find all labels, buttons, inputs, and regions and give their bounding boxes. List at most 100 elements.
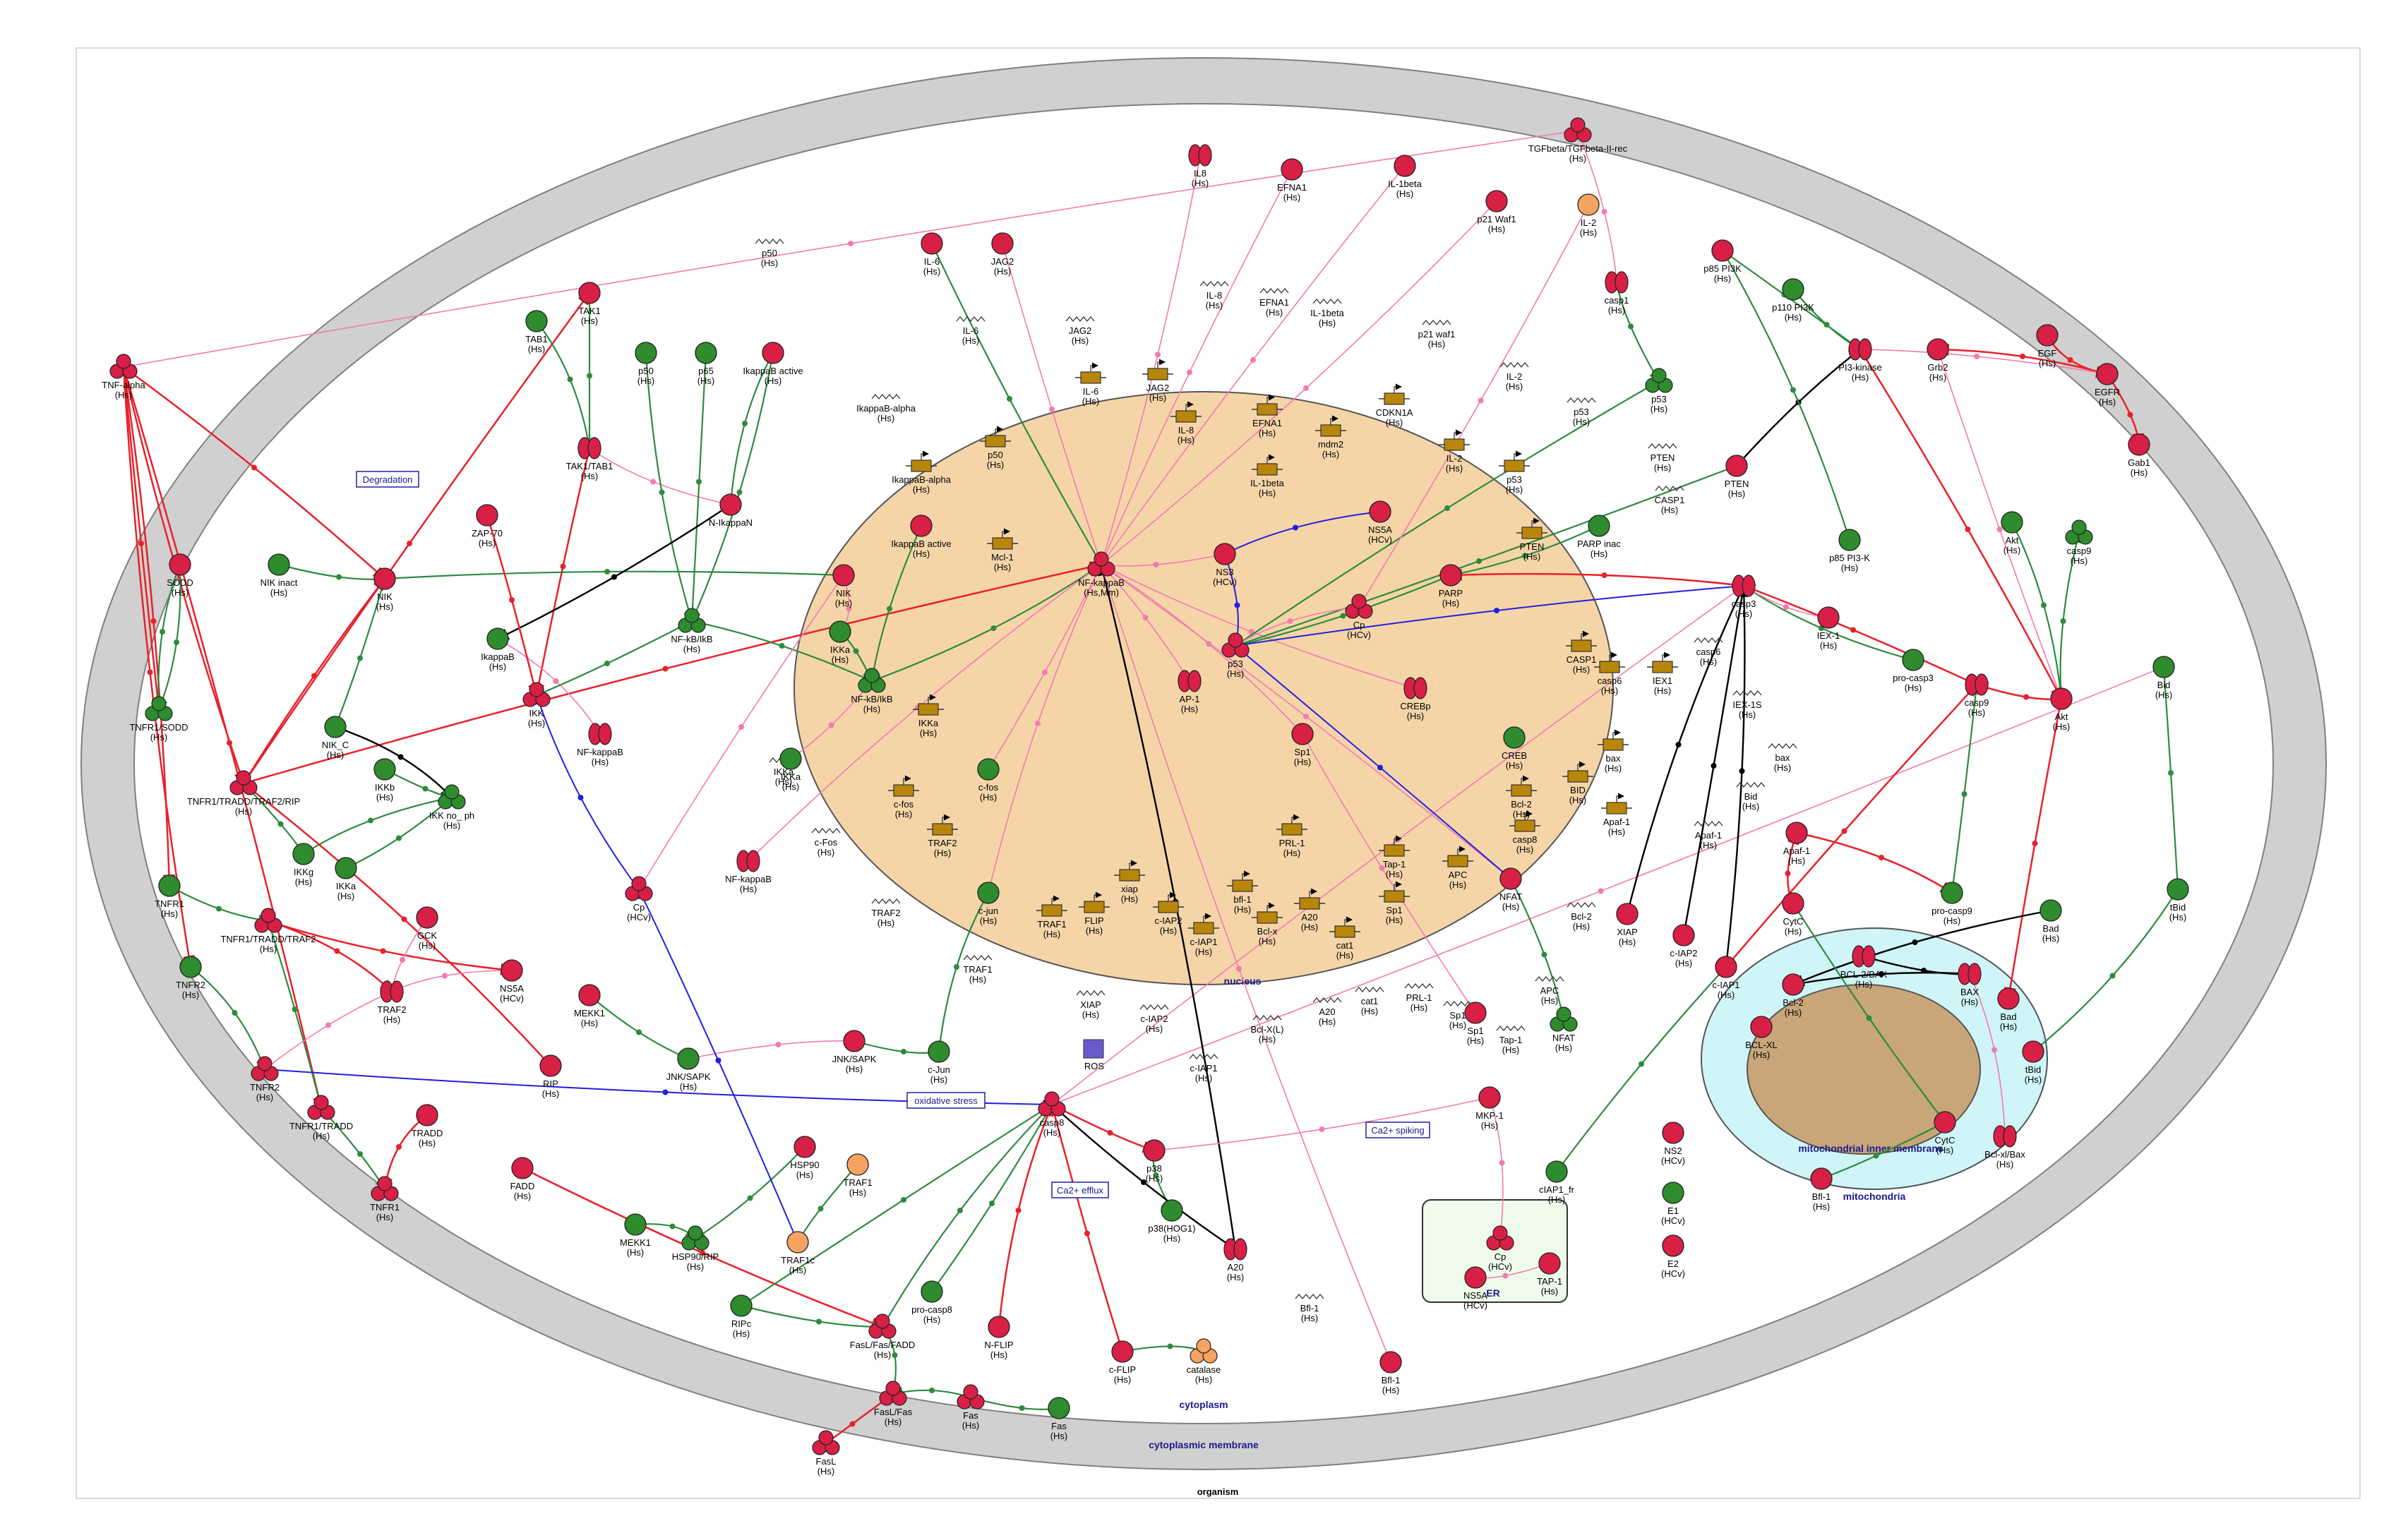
node-ns3[interactable]: NS3(HCv) bbox=[1213, 543, 1237, 587]
mrna-node[interactable]: IL-1beta(Hs) bbox=[1310, 298, 1345, 328]
node-egfr[interactable]: EGFR(Hs) bbox=[2095, 363, 2120, 407]
gene-node[interactable]: IL-1beta(Hs) bbox=[1250, 454, 1285, 498]
node-traf1[interactable]: TRAF1(Hs) bbox=[843, 1153, 873, 1198]
mrna-node[interactable]: bax(Hs) bbox=[1768, 743, 1797, 773]
mrna-node[interactable]: Bcl-X(L)(Hs) bbox=[1251, 1014, 1284, 1045]
node-tap1er[interactable]: TAP-1(Hs) bbox=[1537, 1252, 1562, 1297]
node-il8[interactable]: IL8(Hs) bbox=[1188, 144, 1212, 188]
node-nfkbc[interactable]: NF-kappaB(Hs) bbox=[577, 723, 623, 767]
node-nikn2[interactable]: NIK(Hs) bbox=[832, 564, 855, 608]
node-tnftradd[interactable]: TNFR1/TRADD(Hs) bbox=[289, 1095, 353, 1141]
node-gab1[interactable]: Gab1(Hs) bbox=[2128, 433, 2150, 478]
node-tbid1[interactable]: tBid(Hs) bbox=[2167, 878, 2189, 922]
mrna-node[interactable]: casp6(Hs) bbox=[1694, 637, 1723, 667]
mrna-node[interactable]: PRL-1(Hs) bbox=[1404, 982, 1434, 1013]
node-il6[interactable]: IL-6(Hs) bbox=[921, 232, 943, 277]
node-egf[interactable]: EGF(Hs) bbox=[2036, 324, 2059, 368]
node-nfkbikb[interactable]: NF-kB/IkB(Hs) bbox=[671, 608, 713, 654]
mrna-node[interactable]: IkappaB-alpha(Hs) bbox=[856, 393, 916, 423]
gene-node[interactable]: IkappaB-alpha(Hs) bbox=[892, 450, 952, 495]
node-ikbactn[interactable]: IkappaB active(Hs) bbox=[891, 515, 952, 559]
node-grb2[interactable]: Grb2(Hs) bbox=[1927, 338, 1949, 383]
mrna-node[interactable]: Bcl-2(Hs) bbox=[1567, 901, 1596, 932]
gene-node[interactable]: p53(Hs) bbox=[1499, 450, 1530, 495]
node-p38hog[interactable]: p38(HOG1)(Hs) bbox=[1148, 1199, 1196, 1244]
node-ikbact[interactable]: IkappaB active(Hs) bbox=[743, 342, 803, 386]
node-ns5ac[interactable]: NS5A(HCv) bbox=[500, 959, 524, 1004]
node-cytcm[interactable]: CytC(Hs) bbox=[1934, 1111, 1956, 1155]
gene-node[interactable]: IL-8(Hs) bbox=[1170, 401, 1202, 445]
node-fadd[interactable]: FADD(Hs) bbox=[510, 1157, 535, 1201]
node-ikka[interactable]: IKKa(Hs) bbox=[335, 857, 357, 901]
mrna-node[interactable]: APC(Hs) bbox=[1535, 975, 1564, 1006]
node-ns5aer[interactable]: NS5A(HCv) bbox=[1463, 1266, 1487, 1311]
mrna-node[interactable]: Bid(Hs) bbox=[1736, 781, 1766, 812]
mrna-node[interactable]: EFNA1(Hs) bbox=[1259, 287, 1289, 318]
node-sodd[interactable]: SODD(Hs) bbox=[167, 553, 193, 598]
mrna-node[interactable]: IL-6(Hs) bbox=[956, 315, 986, 346]
gene-node[interactable]: TRAF1(Hs) bbox=[1036, 895, 1067, 939]
mrna-node[interactable]: c-IAP1(Hs) bbox=[1189, 1053, 1218, 1083]
node-nfkbn[interactable]: NF-kappaB(Hs,Mm) bbox=[1078, 551, 1125, 598]
gene-node[interactable]: c-IAP2(Hs) bbox=[1153, 891, 1184, 936]
node-nikc[interactable]: NIK_C(Hs) bbox=[322, 716, 349, 760]
node-tnfr2[interactable]: TNFR2(Hs) bbox=[176, 956, 205, 1000]
node-nfkbc2[interactable]: NF-kappaB(Hs) bbox=[725, 850, 772, 894]
mrna-node[interactable]: XIAP(Hs) bbox=[1076, 990, 1106, 1020]
node-cytcc[interactable]: CytC(Hs) bbox=[1782, 892, 1804, 937]
node-ikkc[interactable]: IKK(Hs) bbox=[522, 682, 551, 728]
node-tnfr2b[interactable]: TNFR2(Hs) bbox=[250, 1056, 280, 1102]
node-il2[interactable]: IL-2(Hs) bbox=[1577, 193, 1600, 238]
node-nikn[interactable]: N-IkappaN bbox=[709, 493, 753, 528]
node-tnfttt[interactable]: TNFR1/TRADD/TRAF2(Hs) bbox=[220, 908, 316, 954]
mrna-node[interactable]: p50(Hs) bbox=[755, 238, 784, 268]
node-casp9b[interactable]: casp9(Hs) bbox=[1965, 673, 1989, 718]
node-rip[interactable]: RIP(Hs) bbox=[539, 1054, 562, 1099]
node-hsp90[interactable]: HSP90(Hs) bbox=[790, 1136, 820, 1180]
node-p53c[interactable]: p53(Hs) bbox=[1645, 368, 1673, 414]
gene-node[interactable]: bax(Hs) bbox=[1598, 729, 1629, 774]
gene-node[interactable]: c-IAP1(Hs) bbox=[1188, 913, 1219, 957]
node-tradd[interactable]: TRADD(Hs) bbox=[412, 1104, 443, 1148]
node-jnksapk[interactable]: JNK/SAPK(Hs) bbox=[666, 1047, 711, 1092]
node-ns5an[interactable]: NS5A(HCv) bbox=[1368, 500, 1392, 545]
node-casp9a[interactable]: casp9(Hs) bbox=[2065, 519, 2093, 566]
node-mekk1a[interactable]: MEKK1(Hs) bbox=[574, 984, 605, 1028]
gene-node[interactable]: Apaf-1(Hs) bbox=[1601, 793, 1632, 837]
gene-node[interactable]: A20(Hs) bbox=[1294, 888, 1325, 932]
node-nfatn[interactable]: NFAT(Hs) bbox=[1499, 867, 1522, 912]
node-zap[interactable]: ZAP-70(Hs) bbox=[472, 504, 503, 548]
gene-node[interactable]: IL-6(Hs) bbox=[1075, 362, 1106, 407]
node-cfosn[interactable]: c-fos(Hs) bbox=[977, 758, 1000, 802]
node-tab1[interactable]: TAB1(Hs) bbox=[525, 310, 548, 354]
node-tgf[interactable]: TGFbeta/TGFbeta-II-rec(Hs) bbox=[1528, 117, 1628, 164]
node-ciap1[interactable]: c-IAP1(Hs) bbox=[1712, 956, 1740, 1000]
node-traf2c[interactable]: TRAF2(Hs) bbox=[377, 980, 407, 1025]
node-procasp9[interactable]: pro-casp9(Hs) bbox=[1931, 882, 1972, 926]
node-xiap[interactable]: XIAP(Hs) bbox=[1616, 903, 1639, 947]
gene-node[interactable]: Bcl-x(Hs) bbox=[1252, 902, 1283, 946]
node-e2[interactable]: E2(HCv) bbox=[1661, 1234, 1685, 1279]
node-p65[interactable]: p65(Hs) bbox=[695, 342, 717, 386]
node-bad2[interactable]: Bad(Hs) bbox=[1997, 987, 2020, 1032]
mrna-node[interactable]: p21 waf1(Hs) bbox=[1418, 319, 1456, 349]
node-hsp90rip[interactable]: HSP90/RIP(Hs) bbox=[672, 1225, 719, 1272]
mrna-node[interactable]: IL-2(Hs) bbox=[1499, 361, 1529, 392]
node-il1b[interactable]: IL-1beta(Hs) bbox=[1388, 155, 1422, 199]
mrna-node[interactable]: IL-8(Hs) bbox=[1199, 280, 1229, 311]
node-nfkbikbn[interactable]: NF-kB/IkB(Hs) bbox=[851, 668, 893, 714]
node-fasl[interactable]: FasL(Hs) bbox=[812, 1430, 840, 1477]
node-ripc[interactable]: RIPc(Hs) bbox=[730, 1294, 753, 1339]
mrna-node[interactable]: PTEN(Hs) bbox=[1648, 443, 1677, 473]
gene-node[interactable]: EFNA1(Hs) bbox=[1252, 394, 1283, 438]
node-parpinac[interactable]: PARP inac(Hs) bbox=[1577, 515, 1621, 559]
node-bid[interactable]: Bid(Hs) bbox=[2152, 656, 2175, 700]
node-procasp8[interactable]: pro-casp8(Hs) bbox=[911, 1280, 952, 1325]
mrna-node[interactable]: Sp1(Hs) bbox=[1443, 1000, 1473, 1030]
node-bax[interactable]: BAX(Hs) bbox=[1958, 963, 1982, 1007]
node-nikin[interactable]: NIK inact(Hs) bbox=[260, 553, 298, 598]
node-casp1[interactable]: casp1(Hs) bbox=[1605, 271, 1629, 315]
gene-node[interactable]: PRL-1(Hs) bbox=[1276, 814, 1307, 858]
node-bclxl[interactable]: BCL-XL(Hs) bbox=[1745, 1016, 1778, 1060]
node-casp8[interactable]: casp8(Hs) bbox=[1038, 1091, 1066, 1138]
